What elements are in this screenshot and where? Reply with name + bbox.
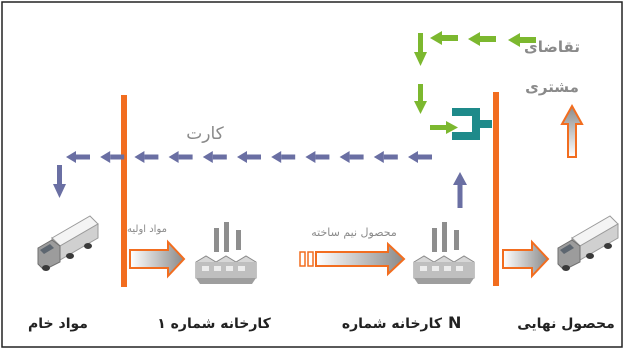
blue-left-arrow-9 xyxy=(339,151,364,163)
factory-n-letter: N xyxy=(448,313,461,332)
raw-input-label: مواد اولیه xyxy=(127,224,167,235)
demand-up-arrow xyxy=(560,103,584,158)
factory-n-label: کارخانه شماره xyxy=(342,316,443,332)
demand-signal-arrows xyxy=(414,31,536,134)
blue-left-arrow-4 xyxy=(168,151,193,163)
blue-left-arrow-11 xyxy=(408,151,432,163)
customer-demand-label-line2: مشتری xyxy=(525,78,579,96)
final-product-truck-icon xyxy=(557,215,619,272)
card-label: کارت xyxy=(186,124,224,144)
raw-materials-label: مواد خام xyxy=(28,316,88,332)
blue-left-arrow-6 xyxy=(237,151,261,163)
factory-1-label: کارخانه شماره ۱ xyxy=(157,316,271,332)
blue-left-arrow-7 xyxy=(271,151,296,163)
green-down-arrow-1 xyxy=(414,33,427,66)
semi-product-label: محصول نیم ساخته xyxy=(311,226,397,239)
blue-left-arrow-5 xyxy=(202,151,227,163)
blue-left-arrow-10 xyxy=(373,151,398,163)
flow-arrow-factoryN-to-customer xyxy=(502,239,550,279)
blue-up-arrow xyxy=(453,172,467,208)
green-right-arrow xyxy=(430,121,458,134)
kanban-post-icon xyxy=(452,108,492,140)
card-return-arrows xyxy=(66,151,432,163)
blue-left-arrow-8 xyxy=(305,151,330,163)
factory-n-icon xyxy=(413,221,475,285)
flow-arrow-raw-to-factory1 xyxy=(129,239,186,279)
final-product-label: محصول نهایی xyxy=(517,316,615,332)
green-left-arrow-2 xyxy=(468,32,496,46)
flow-arrow-factory1-to-factoryN xyxy=(299,241,406,277)
green-left-arrow-3 xyxy=(430,31,458,45)
green-left-arrow-1 xyxy=(508,33,536,47)
customer-demand-label-line1: تقاضای xyxy=(524,38,580,56)
blue-left-arrow-2 xyxy=(100,151,125,163)
blue-down-arrow xyxy=(53,165,66,198)
raw-materials-truck-icon xyxy=(37,215,99,272)
blue-left-arrow-1 xyxy=(66,151,90,163)
green-down-arrow-2 xyxy=(414,84,427,114)
blue-left-arrow-3 xyxy=(134,151,159,163)
factory-1-icon xyxy=(195,221,257,285)
